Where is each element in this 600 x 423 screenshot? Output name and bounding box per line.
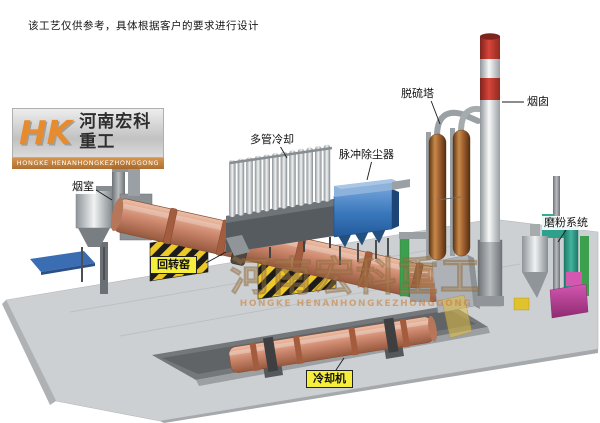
chimney [476,33,504,307]
label-grinding-system: 磨粉系统 [542,216,590,230]
pulse-dust-collector [333,179,410,265]
disclaimer-text: 该工艺仅供参考，具体根据客户的要求进行设计 [28,20,259,32]
fan-and-pipe [399,232,430,302]
brand-logo: HK 河南宏科重工 HONGKE HENANHONGKEZHONGGONG [12,108,164,170]
kiln-hood [431,254,480,339]
multi-tube-cooler [226,144,346,263]
label-chimney: 烟囱 [525,95,551,109]
label-desulfurization-tower: 脱硫塔 [399,87,436,101]
label-pulse-dust-collector: 脉冲除尘器 [337,148,396,162]
brand-logo-box: HK 河南宏科重工 [12,108,164,159]
cooling-machine [228,315,437,373]
label-smoke-chamber: 烟室 [70,180,96,194]
brand-name-en: HONGKE HENANHONGKEZHONGGONG [12,158,164,170]
label-rotary-kiln: 回转窑 [150,256,197,274]
label-multi-tube-cooler: 多管冷却 [248,133,296,147]
leader-lines [95,97,567,371]
label-cooler: 冷却机 [306,370,353,388]
blue-foundation-pad [30,251,95,275]
brand-name-cn: 河南宏科重工 [79,112,152,152]
brand-initials: HK [19,113,73,153]
desulfurization-towers [426,105,495,261]
